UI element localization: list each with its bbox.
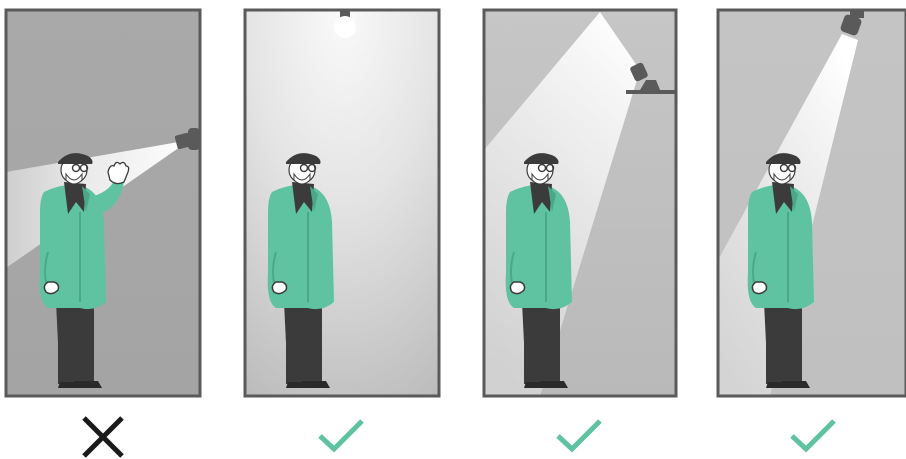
checkmark-icon [792, 421, 834, 449]
checkmark-icon [558, 421, 600, 449]
panel-4 [718, 10, 906, 396]
panel-3 [484, 10, 676, 396]
cross-icon [84, 418, 122, 456]
panel-2 [245, 10, 439, 396]
checkmark-icon [320, 421, 362, 449]
panel-1 [6, 10, 200, 396]
